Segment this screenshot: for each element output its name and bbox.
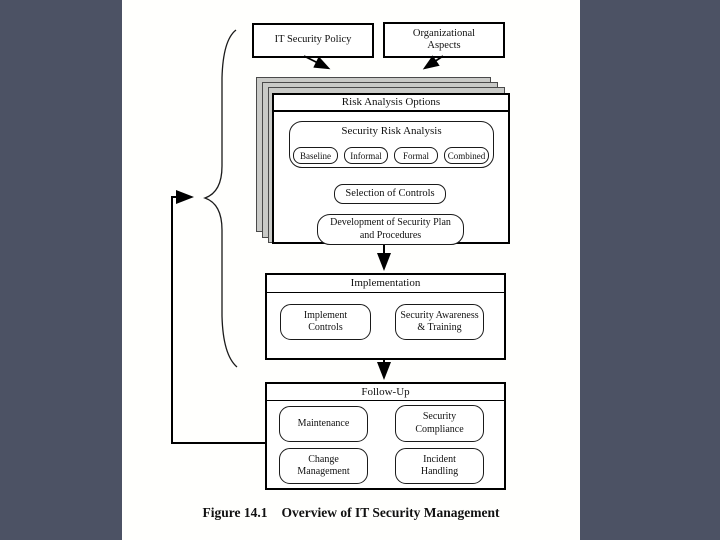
approach-informal-box: Informal <box>344 147 388 164</box>
organizational-aspects-label: Organizational Aspects <box>412 27 476 52</box>
organizational-aspects-box: Organizational Aspects <box>383 22 505 58</box>
figure-caption-title: Overview of IT Security Management <box>281 505 500 520</box>
selection-of-controls-box: Selection of Controls <box>334 184 446 204</box>
approach-baseline-label: Baseline <box>300 150 331 161</box>
approach-combined-box: Combined <box>444 147 489 164</box>
follow-up-panel: Follow-Up Maintenance Security Complianc… <box>265 382 506 490</box>
development-plan-label: Development of Security Plan and Procedu… <box>330 217 451 241</box>
implement-controls-box: Implement Controls <box>280 304 371 340</box>
approach-formal-label: Formal <box>403 150 429 161</box>
maintenance-label: Maintenance <box>297 417 350 429</box>
risk-analysis-header: Risk Analysis Options <box>274 95 508 112</box>
security-awareness-label: Security Awareness & Training <box>400 309 479 334</box>
change-management-label: Change Management <box>297 453 350 478</box>
slide-page: IT Security Policy Organizational Aspect… <box>122 0 580 540</box>
implementation-panel: Implementation Implement Controls Securi… <box>265 273 506 360</box>
change-management-box: Change Management <box>279 448 368 484</box>
security-awareness-box: Security Awareness & Training <box>395 304 484 340</box>
security-compliance-label: Security Compliance <box>415 411 464 435</box>
incident-handling-box: Incident Handling <box>395 448 484 484</box>
incident-handling-label: Incident Handling <box>420 453 459 478</box>
development-plan-box: Development of Security Plan and Procedu… <box>317 214 464 245</box>
approach-combined-label: Combined <box>447 150 486 161</box>
follow-up-header: Follow-Up <box>267 384 504 401</box>
it-security-policy-label: IT Security Policy <box>274 34 352 46</box>
approach-formal-box: Formal <box>394 147 438 164</box>
approach-informal-label: Informal <box>350 150 382 161</box>
approach-baseline-box: Baseline <box>293 147 338 164</box>
risk-analysis-panel: Risk Analysis Options Security Risk Anal… <box>272 93 510 245</box>
maintenance-box: Maintenance <box>279 406 368 442</box>
selection-of-controls-label: Selection of Controls <box>345 187 435 199</box>
implementation-header: Implementation <box>267 275 504 293</box>
figure-caption: Figure 14.1 Overview of IT Security Mana… <box>122 505 580 521</box>
security-compliance-box: Security Compliance <box>395 405 484 442</box>
it-security-policy-box: IT Security Policy <box>252 23 374 58</box>
security-risk-analysis-title: Security Risk Analysis <box>341 125 442 137</box>
risk-approach-row: Baseline Informal Formal Combined <box>293 147 489 164</box>
figure-caption-number: Figure 14.1 <box>202 505 268 520</box>
implement-controls-label: Implement Controls <box>303 309 348 334</box>
